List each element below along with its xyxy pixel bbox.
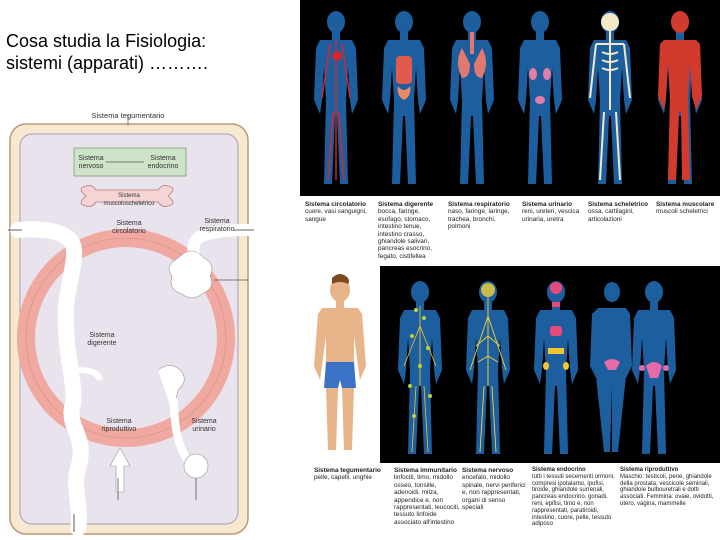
caption-title: Sistema respiratorio [448,201,514,208]
caption-title: Sistema muscolare [656,201,718,208]
label-muscoloscheletrico: Sistema muscoloscheletrico [94,192,164,208]
caption-text: reni, ureteri, vescica urinaria, uretra [522,208,579,222]
caption-title: Sistema urinario [522,201,582,208]
caption-scheletrico: Sistema scheletrico ossa, cartilagini, a… [588,201,652,223]
label-riproduttivo: Sistema riproduttivo [94,418,144,434]
caption-title: Sistema riproduttivo [620,467,718,474]
caption-urinario: Sistema urinario reni, ureteri, vescica … [522,201,582,223]
caption-text: ossa, cartilagini, articolazioni [588,208,634,222]
caption-title: Sistema immunitario [394,467,460,474]
caption-text: linfociti, timo, midollo osseo, tonsille… [394,474,460,525]
label-circolatorio: Sistema circolatorio [104,220,154,236]
caption-nervoso: Sistema nervoso encefalo, midollo spinal… [462,467,528,511]
caption-title: Sistema endocrino [532,467,616,474]
caption-muscolare: Sistema muscolare muscoli scheletrici [656,201,718,216]
caption-immunitario: Sistema immunitario linfociti, timo, mid… [394,467,460,526]
caption-text: tutti i tessuti secernenti ormoni, compr… [532,474,615,528]
label-endocrino: Sistema endocrino [146,155,180,171]
label-tegumentario: Sistema tegumentario [68,112,188,120]
label-nervoso: Sistema nervoso [76,155,106,171]
captions-bottom: Sistema tegumentario pelle, capelli, ung… [300,465,720,540]
caption-title: Sistema circolatorio [305,201,371,208]
body-figures-bottom [380,266,720,463]
caption-title: Sistema digerente [378,201,444,208]
tegumentary-figure [300,270,380,460]
caption-title: Sistema scheletrico [588,201,652,208]
caption-circolatorio: Sistema circolatorio cuore, vasi sanguig… [305,201,371,223]
label-urinario: Sistema urinario [184,418,224,434]
title-line-1: Cosa studia la Fisiologia: [6,30,296,52]
caption-text: muscoli scheletrici [656,208,708,215]
caption-text: bocca, faringe, esofago, stomaco, intest… [378,208,432,259]
caption-digerente: Sistema digerente bocca, faringe, esofag… [378,201,444,260]
captions-top: Sistema circolatorio cuore, vasi sanguig… [300,197,720,260]
label-respiratorio: Sistema respiratorio [194,218,240,234]
caption-text: encefalo, midollo spinale, nervi perifer… [462,474,526,511]
title-line-2: sistemi (apparati) ………. [6,52,296,74]
figures-panel-top [300,0,720,196]
caption-text: cuore, vasi sanguigni, sangue [305,208,367,222]
caption-endocrino: Sistema endocrino tutti i tessuti secern… [532,467,616,528]
caption-text: naso, faringe, laringe, trachea, bronchi… [448,208,509,230]
body-figures-top [300,0,720,196]
figures-panel-bottom [380,266,720,463]
label-digerente: Sistema digerente [82,332,122,348]
caption-text: Maschio: testicoli, pene, ghiandole dell… [620,474,713,507]
systems-schematic: Sistema tegumentario Sistema nervoso Sis… [8,108,260,536]
caption-tegumentario: Sistema tegumentario pelle, capelli, ung… [314,467,384,482]
slide-title: Cosa studia la Fisiologia: sistemi (appa… [6,30,296,74]
caption-riproduttivo: Sistema riproduttivo Maschio: testicoli,… [620,467,718,508]
caption-respiratorio: Sistema respiratorio naso, faringe, lari… [448,201,514,231]
caption-title: Sistema nervoso [462,467,528,474]
caption-text: pelle, capelli, unghie [314,474,372,481]
schematic-drawing [8,108,260,536]
caption-title: Sistema tegumentario [314,467,384,474]
